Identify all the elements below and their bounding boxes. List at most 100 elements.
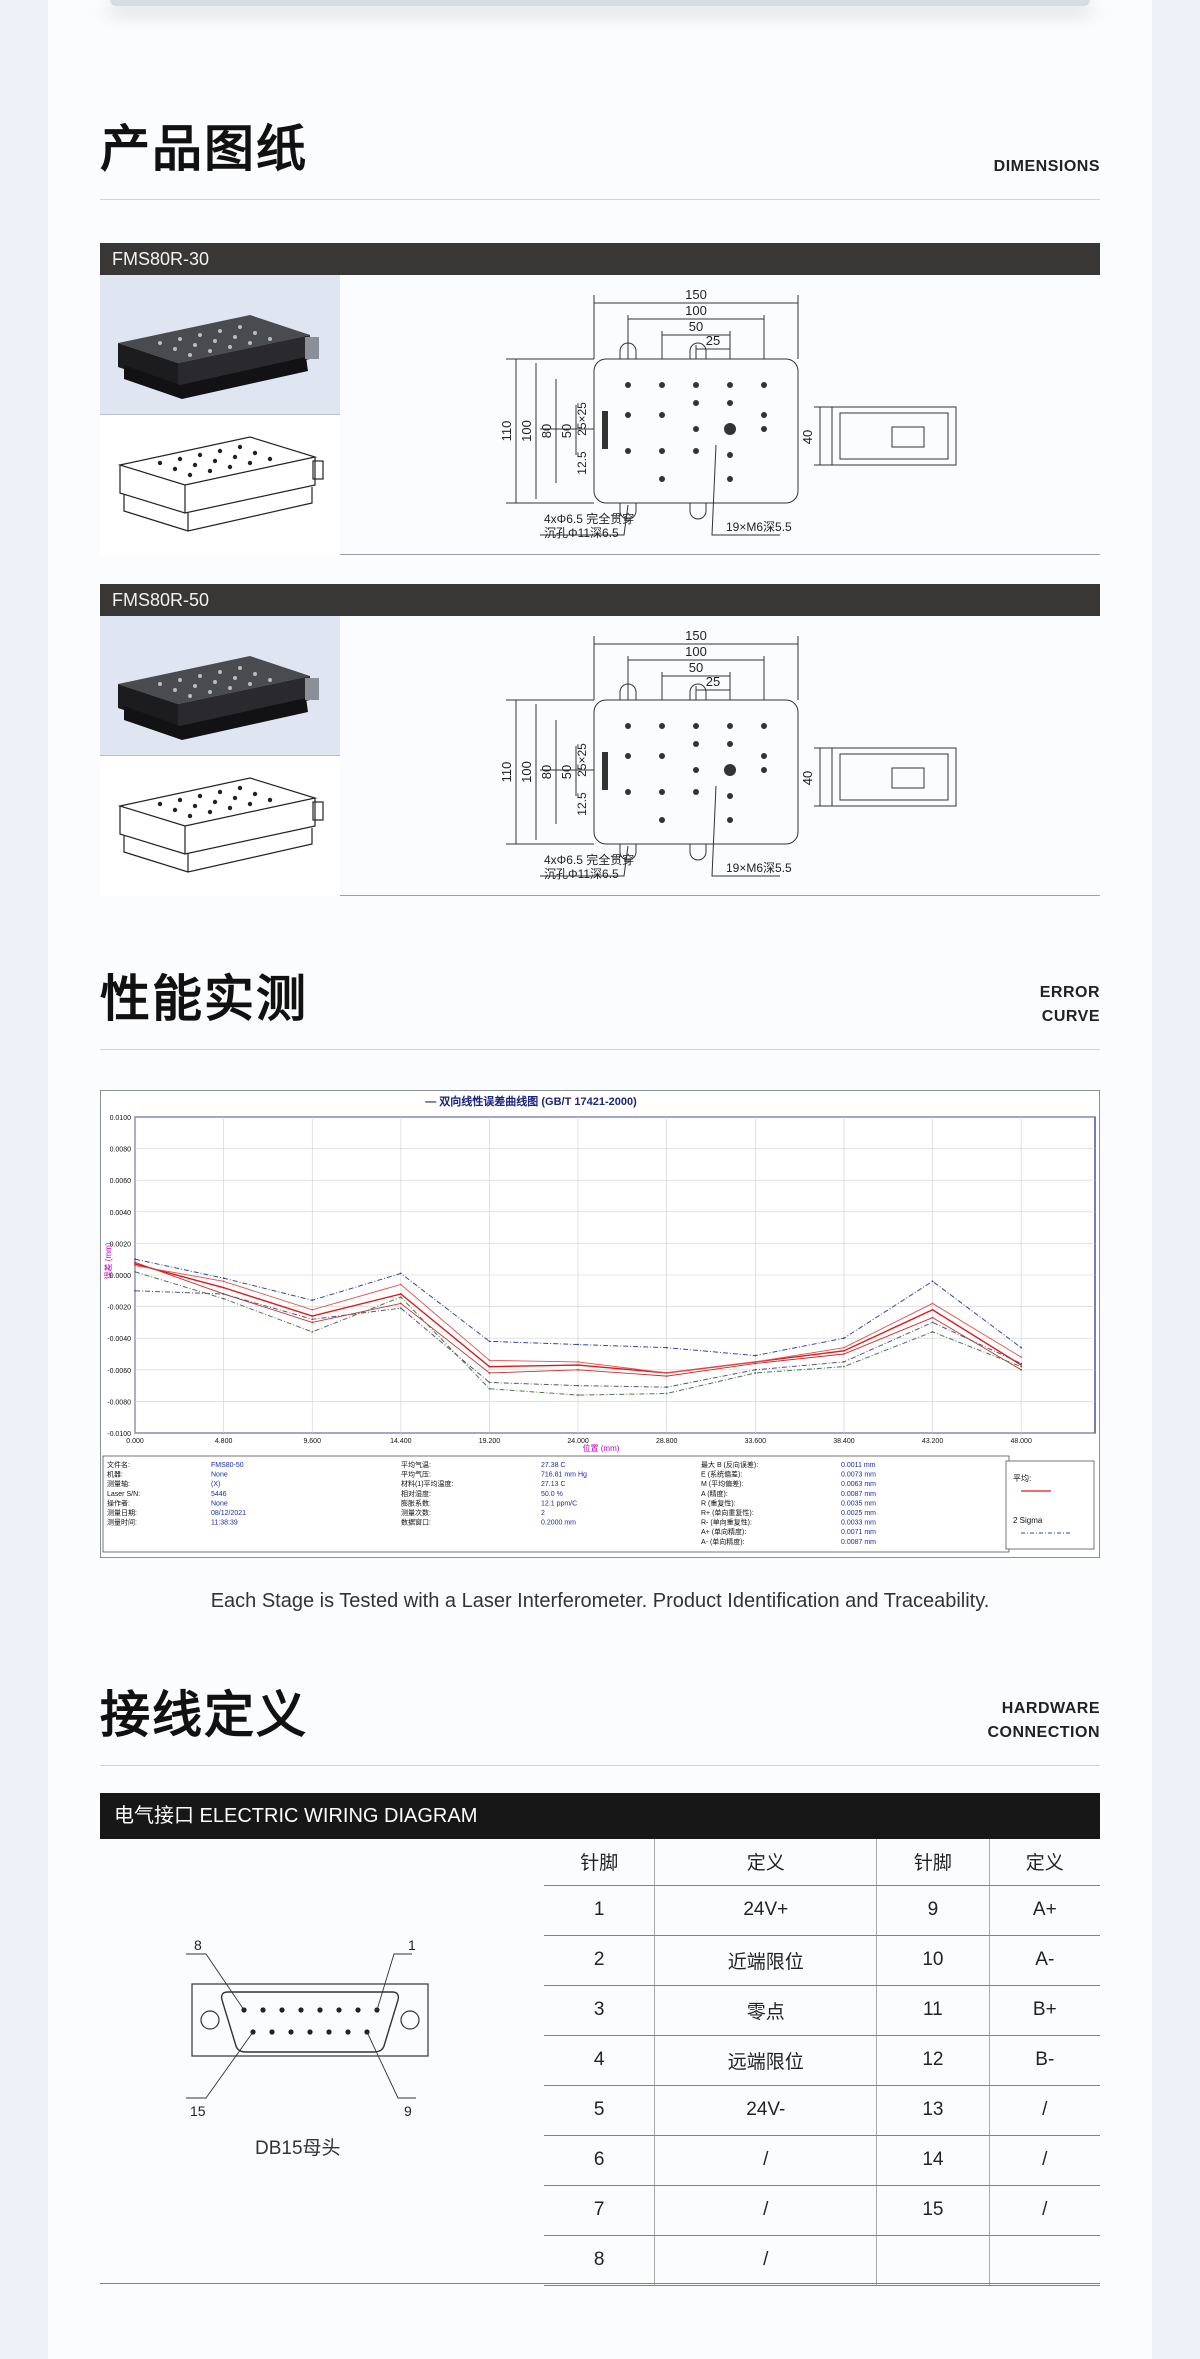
db15-connector: 8 1 15 9 [180,1920,440,2120]
info-value: 0.0087 mm [841,1539,876,1546]
info-value: 27.38 C [541,1462,566,1469]
table-cell: / [654,2235,877,2286]
data-point [843,1337,845,1340]
table-cell: 12 [876,2035,990,2086]
dimensions-header: 产品图纸 DIMENSIONS [100,100,1100,200]
y-tick-label: -0.0040 [107,1336,131,1343]
product-photos [100,616,340,896]
info-label: 平均气压: [401,1470,431,1479]
mount-hole-icon [400,2010,420,2030]
table-cell: 1 [544,1885,655,1936]
table-cell: / [654,2185,877,2236]
info-value: 0.0071 mm [841,1529,876,1536]
product-line-drawing [100,415,340,555]
chart-caption: Each Stage is Tested with a Laser Interf… [210,1590,990,1612]
data-point [399,1272,402,1275]
table-header-row: 针脚 定义 针脚 定义 [544,1839,1100,1886]
data-point [577,1361,579,1363]
x-axis-label: 位置 (mm) [583,1443,620,1453]
dim-label: 25×25 [575,743,589,777]
table-cell: / [654,2135,877,2186]
info-value: None [211,1472,228,1479]
table-cell: A- [988,1935,1100,1986]
table-cell: 2 [544,1935,655,1986]
info-value: 716.81 mm Hg [541,1472,587,1479]
info-label: 测量日期: [107,1509,137,1517]
table-bottom-rule [100,2283,1100,2284]
product-line-drawing [100,756,340,896]
dim-label: 50 [559,424,574,438]
data-point [311,1318,314,1321]
model-band: FMS80R-50 [100,584,1100,616]
mount-hole-icon [200,2010,220,2030]
data-point [1020,1346,1023,1349]
dim-label: 100 [519,420,534,442]
y-tick-label: 0.0060 [110,1178,132,1185]
table-header-cell: 定义 [654,1839,877,1886]
data-point [311,1330,314,1333]
data-point [931,1308,934,1311]
drawing-note: 4xΦ6.5 完全贯穿 [544,511,634,526]
dim-label: 50 [559,765,574,779]
y-tick-label: 0.0040 [110,1210,132,1217]
pin-label: 15 [190,2103,206,2119]
dim-label: 150 [685,287,707,302]
chart-series [134,1258,1023,1396]
data-point [577,1384,579,1387]
info-label: R (重复性): [701,1498,736,1507]
info-value: 12.1 ppm/C [541,1500,577,1507]
data-point [488,1340,491,1343]
x-tick-label: 33.600 [745,1438,767,1445]
data-point [843,1346,845,1349]
data-point [665,1346,668,1349]
data-point [931,1316,934,1319]
info-label: M (平均偏差): [701,1479,743,1488]
y-ticks: 0.01000.00800.00600.00400.00200.0000-0.0… [107,1115,131,1438]
section-subtitle-line: CONNECTION [987,1724,1100,1741]
section-subtitle-line: CURVE [1041,1008,1100,1025]
dim-label: 150 [685,628,707,643]
info-value: 0.0025 mm [841,1510,876,1517]
info-label: 文件名: [107,1460,130,1469]
section-subtitle-line: ERROR [1039,984,1100,1001]
data-point [488,1372,491,1374]
data-point [1020,1364,1023,1366]
stage-render-image [118,315,319,399]
table-cell: 11 [876,1985,990,2036]
info-label: 最大 B (反向误差): [701,1460,758,1469]
info-label: 测量次数: [401,1508,431,1517]
data-point [488,1381,491,1384]
dimension-row-1: 150 100 50 25 110 100 80 50 25×25 12.5 4… [100,275,1100,555]
data-point [134,1261,136,1264]
data-point [399,1302,402,1305]
x-tick-label: 24.000 [567,1438,589,1445]
info-label: 操作者: [107,1498,130,1507]
product-render [100,275,340,415]
table-row: 7/15/ [544,2185,1100,2236]
drawing-note: 沉孔Φ11深6.5 [544,867,619,881]
drawing-note: 19×M6深5.5 [726,520,792,534]
table-cell: B- [988,2035,1100,2086]
table-cell: 15 [876,2185,990,2236]
table-row: 8/ [544,2235,1100,2286]
x-tick-label: 48.000 [1010,1438,1032,1445]
y-tick-label: -0.0060 [107,1368,131,1375]
data-point [577,1394,579,1396]
info-label: 平均气温: [401,1460,431,1469]
info-label: 测量时间: [107,1518,137,1527]
section-subtitle: ERROR CURVE [1040,981,1100,1029]
dim-label: 100 [685,303,707,318]
d-sub-outline [220,1991,400,2053]
dim-label: 50 [689,660,703,675]
info-label: R- (单向重复性): [701,1518,752,1527]
table-cell [876,2235,990,2286]
data-point [754,1361,757,1363]
info-label: R+ (单向重复性): [701,1508,754,1517]
info-value: 11:38:39 [211,1520,238,1527]
data-point [399,1293,402,1295]
drawing-svg: 150 100 50 25 110 100 80 50 25×25 12.5 4… [499,628,957,881]
